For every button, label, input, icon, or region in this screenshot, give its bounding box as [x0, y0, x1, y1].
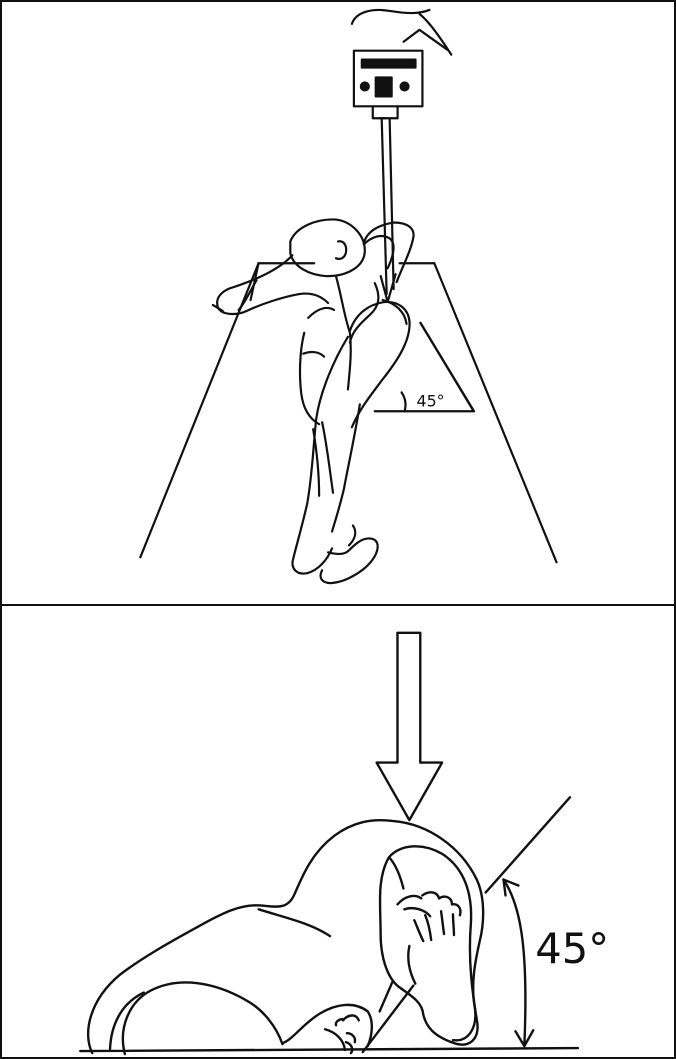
angle-indicator: [504, 880, 534, 1047]
table-surface: [80, 1048, 578, 1051]
wedge-line: [486, 797, 570, 892]
patient-figure-side: [88, 820, 483, 1054]
top-panel: 45°: [0, 0, 676, 606]
top-angle-label: 45°: [416, 391, 444, 410]
patient-figure: [217, 219, 413, 583]
bottom-angle-label: 45°: [535, 924, 609, 973]
xray-tube: [352, 10, 451, 302]
projection-arrow: [377, 633, 442, 820]
exam-table: [140, 263, 556, 562]
bottom-panel: 45°: [0, 604, 676, 1059]
top-illustration: 45°: [2, 2, 674, 604]
bottom-illustration: 45°: [2, 606, 674, 1057]
